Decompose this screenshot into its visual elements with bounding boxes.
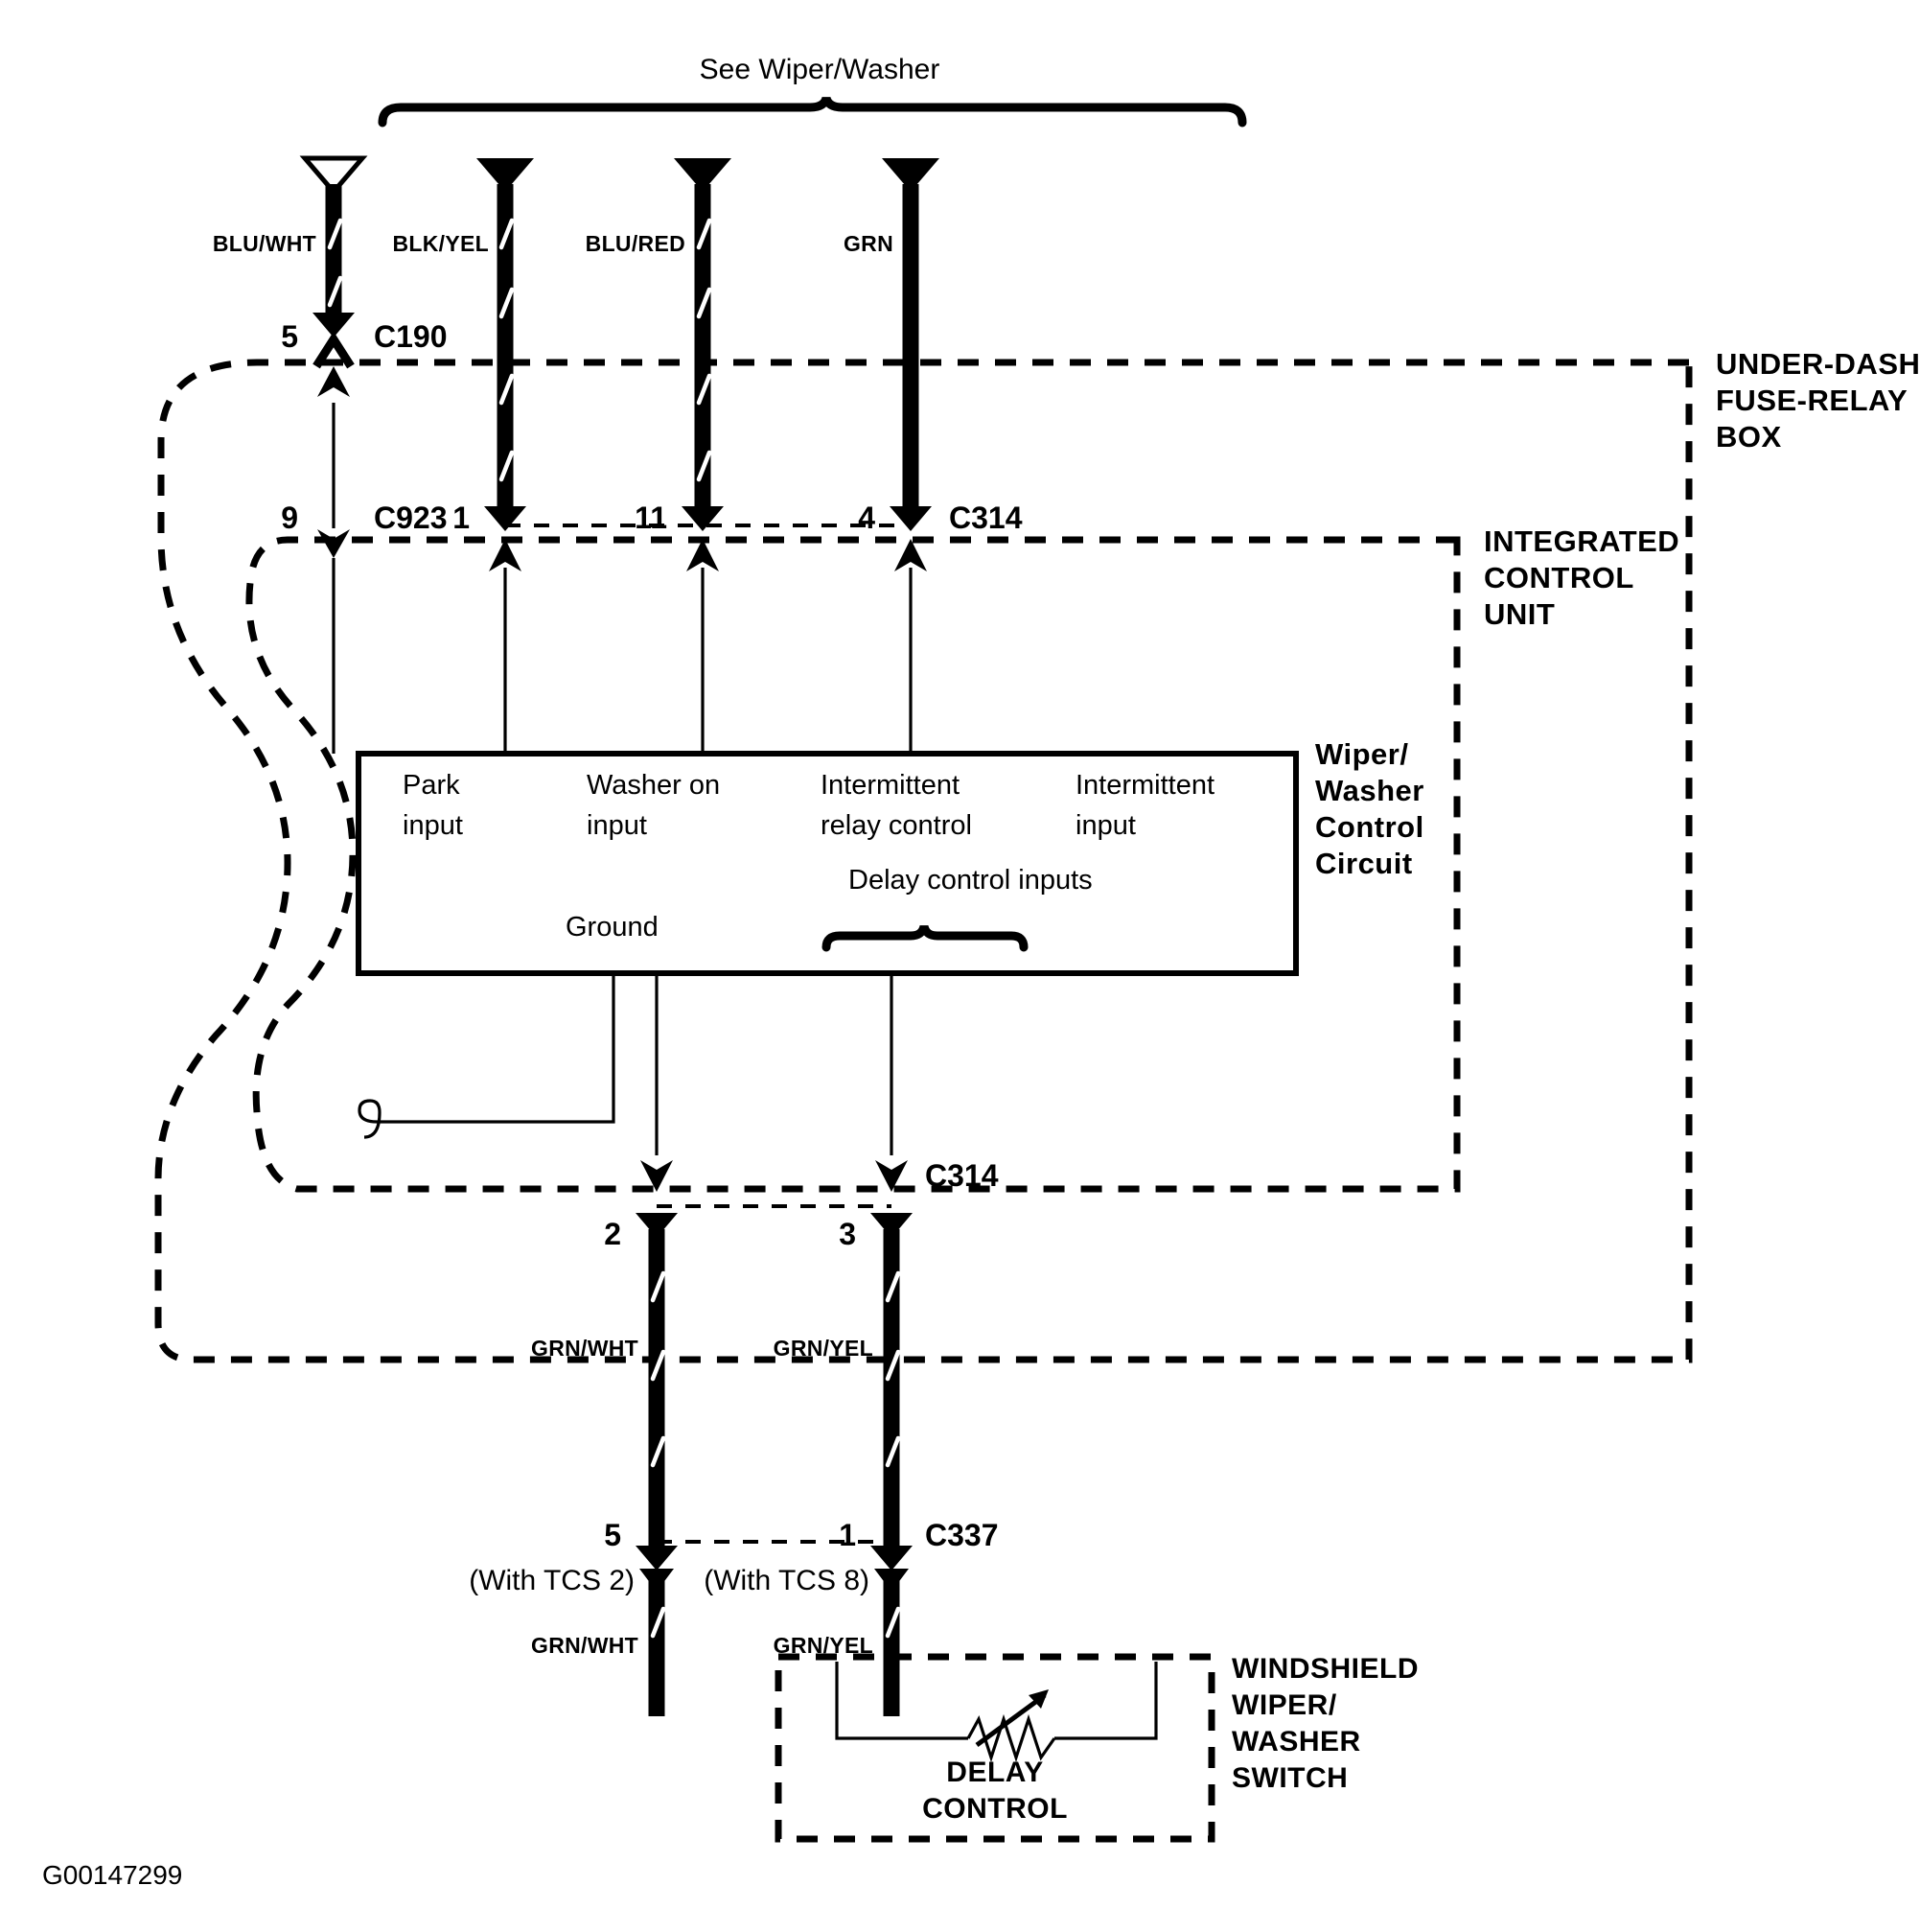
control-circuit-label-line-3: Control: [1315, 810, 1424, 844]
c314-bottom-connector-id: C314: [925, 1158, 999, 1193]
delay-control-inputs-label: Delay control inputs: [848, 865, 1093, 896]
park-input-label-line-1: Park: [403, 770, 460, 801]
wire-grn-wht-switch: [639, 1569, 674, 1716]
switch-label-line-3: WASHER: [1232, 1726, 1361, 1757]
intermittent-relay-control-label-line-2: relay control: [821, 810, 972, 841]
wire-grn: [882, 158, 939, 531]
park-input-label-line-2: input: [403, 810, 463, 841]
wire-blu-wht: [299, 155, 368, 369]
top-brace: [378, 96, 1247, 128]
under-dash-label-line-1: UNDER-DASH: [1716, 347, 1920, 381]
icu-label-line-3: UNIT: [1484, 597, 1555, 631]
c314-top-pin-11: 11: [635, 500, 667, 535]
washer-on-input-label-line-2: input: [587, 810, 647, 841]
wire-label-blu-wht: BLU/WHT: [213, 231, 316, 256]
figure-id-code: G00147299: [42, 1860, 182, 1890]
delay-control-label-line-2: CONTROL: [922, 1793, 1068, 1825]
c314-bottom-pin-3: 3: [839, 1217, 856, 1251]
c923-connector-id: C923: [374, 500, 448, 535]
c337-pin-1-tcs-note: (With TCS 8): [704, 1565, 869, 1596]
c314-top-connector-id: C314: [949, 500, 1023, 535]
c923-pin-number: 9: [281, 500, 298, 535]
delay-output-lead-right: [875, 973, 908, 1192]
intermittent-input-label-line-1: Intermittent: [1076, 770, 1214, 801]
intermittent-input-arrow: [894, 539, 927, 754]
c314-top-pin-4: 4: [858, 500, 875, 535]
delay-control-inputs-brace: [821, 924, 1029, 952]
windshield-wiper-washer-switch-boundary: [775, 1653, 1215, 1843]
park-signal-arrow-c190-to-c923: [317, 366, 350, 558]
c190-connector-id: C190: [374, 319, 448, 354]
wire-grn-wht-lower: [636, 1213, 678, 1571]
wire-label-blu-red: BLU/RED: [586, 231, 685, 256]
under-dash-label-line-3: BOX: [1716, 420, 1782, 454]
c337-pin-5-tcs-note: (With TCS 2): [469, 1565, 635, 1596]
c314-bottom-pin-2: 2: [604, 1217, 621, 1251]
ground-lead: [358, 973, 615, 1139]
c337-pin-1: 1: [839, 1518, 856, 1552]
washer-on-input-arrow: [489, 539, 521, 754]
wire-grn-yel-lower: [870, 1213, 913, 1571]
wire-label-grn-wht-lower: GRN/WHT: [531, 1336, 638, 1361]
wiper-washer-control-circuit-box: [356, 751, 1299, 976]
ground-label: Ground: [566, 912, 659, 943]
control-circuit-label-line-1: Wiper/: [1315, 737, 1408, 771]
wire-grn-yel-switch: [874, 1569, 909, 1716]
c337-pin-5: 5: [604, 1518, 621, 1552]
control-circuit-label-line-2: Washer: [1315, 774, 1424, 807]
intermittent-relay-control-arrow: [686, 539, 719, 754]
delay-control-label-line-1: DELAY: [946, 1757, 1043, 1788]
wire-label-grn-wht-switch: GRN/WHT: [531, 1633, 638, 1658]
wire-label-grn: GRN: [844, 231, 893, 256]
wire-blu-red: [674, 158, 731, 531]
c190-pin-number: 5: [281, 319, 298, 354]
switch-label-line-2: WIPER/: [1232, 1689, 1337, 1721]
intermittent-relay-control-label-line-1: Intermittent: [821, 770, 960, 801]
under-dash-fuse-relay-boundary: [154, 359, 1693, 1363]
delay-control-rheostat: [835, 1662, 1158, 1763]
c337-connector-id: C337: [925, 1518, 999, 1552]
wire-blk-yel: [476, 158, 534, 531]
delay-output-lead-left: [640, 973, 673, 1192]
icu-label-line-1: INTEGRATED: [1484, 524, 1679, 558]
see-wiper-washer-note: See Wiper/Washer: [700, 54, 940, 85]
integrated-control-unit-boundary: [245, 536, 1461, 1193]
icu-label-line-2: CONTROL: [1484, 561, 1634, 594]
under-dash-label-line-2: FUSE-RELAY: [1716, 384, 1908, 417]
switch-label-line-4: SWITCH: [1232, 1762, 1348, 1794]
switch-label-line-1: WINDSHIELD: [1232, 1653, 1419, 1685]
control-circuit-label-line-4: Circuit: [1315, 847, 1413, 880]
c314-top-pin-1: 1: [452, 500, 470, 535]
wire-label-blk-yel: BLK/YEL: [393, 231, 490, 256]
intermittent-input-label-line-2: input: [1076, 810, 1136, 841]
washer-on-input-label-line-1: Washer on: [587, 770, 720, 801]
wire-label-grn-yel-lower: GRN/YEL: [774, 1336, 873, 1361]
